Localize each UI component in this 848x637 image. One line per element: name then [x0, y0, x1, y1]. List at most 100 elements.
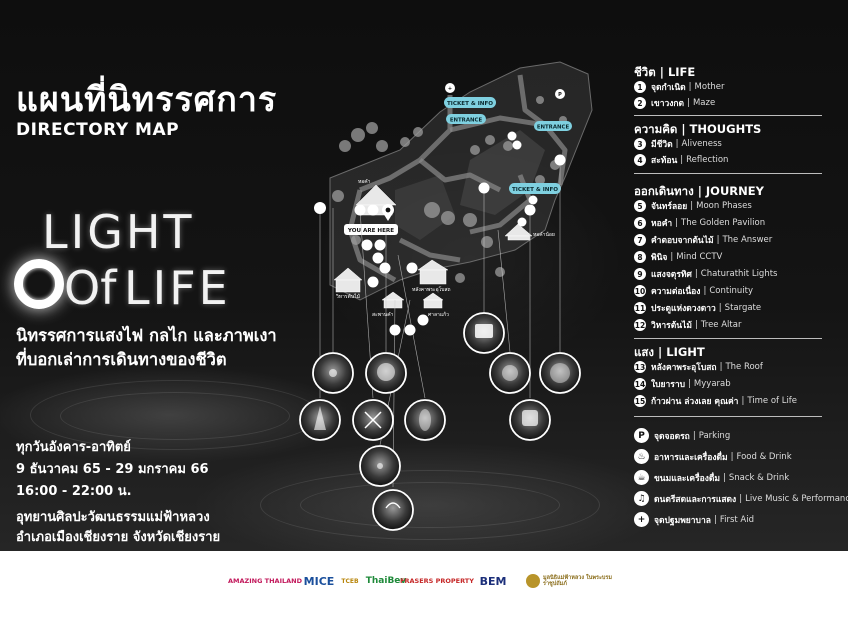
legend-divider — [634, 115, 822, 116]
logo-of-life: Of LIFE — [14, 255, 244, 315]
sponsor-name: FRASERS PROPERTY — [400, 577, 474, 585]
legend-item-english: Myyarab — [693, 379, 731, 389]
legend-item-english: Time of Life — [747, 396, 798, 406]
sponsor-name: AMAZING THAILAND — [227, 577, 303, 585]
separator: | — [694, 320, 698, 330]
number-badge: 2 — [634, 97, 646, 109]
entrance-pill-left: ENTRANCE — [446, 114, 486, 124]
map-facility-markers — [445, 83, 565, 227]
legend-item: 10 ความต่อเนื่อง | Continuity — [634, 284, 753, 298]
number-badge: 4 — [634, 154, 646, 166]
building-label: หอคำน้อย — [533, 231, 555, 238]
venue-line-1: อุทยานศิลปะวัฒนธรรมแม่ฟ้าหลวง — [16, 510, 210, 525]
legend-item: 6 หอคำ | The Golden Pavilion — [634, 216, 765, 230]
number-badge: 5 — [634, 200, 646, 212]
glow-ring — [300, 482, 560, 528]
legend-facility-food: ♨ อาหารและเครื่องดื่ม | Food & Drink — [634, 448, 792, 465]
number-badge: 10 — [634, 285, 646, 297]
facility-thai: จุดจอดรถ — [654, 431, 690, 442]
parking-icon: P — [558, 92, 562, 98]
separator: | — [718, 303, 722, 313]
legend-item-thai: ความต่อเนื่อง — [651, 287, 701, 297]
sponsor-logo-tceb: TCEB — [340, 569, 360, 593]
exhibit-photo-highlights — [314, 324, 570, 509]
legend-item: 4 สะท้อน | Reflection — [634, 153, 728, 167]
legend-item-thai: คำตอบจากต้นไม้ — [651, 236, 714, 246]
facility-english: Live Music & Performance — [745, 493, 848, 504]
legend-item-thai: วิหารต้นไม้ — [651, 321, 692, 331]
legend-item-english: Moon Phases — [696, 201, 752, 211]
separator: | — [680, 155, 684, 165]
legend-item: 2 เขาวงกต | Maze — [634, 96, 715, 110]
schedule-dates: 9 ธันวาคม 65 - 29 มกราคม 66 — [16, 462, 209, 477]
sponsor-name: BEM — [479, 574, 507, 588]
legend-heading-life: ชีวิต | LIFE — [634, 65, 696, 79]
legend-item: 13 หลังคาพระอุโบสถ | The Roof — [634, 360, 763, 374]
facility-thai: ขนมและเครื่องดื่ม — [654, 473, 721, 484]
building-label: วิหารต้นไม้ — [336, 293, 360, 300]
exhibit-photo — [539, 352, 581, 394]
legend-item-thai: แสงจตุรทิศ — [651, 270, 692, 280]
page-title-thai: แผนที่นิทรรศการ — [16, 80, 278, 120]
parking-icon: P — [634, 428, 649, 443]
sponsor-logo-bem: BEM — [470, 569, 516, 593]
number-badge: 14 — [634, 378, 646, 390]
separator: | — [719, 362, 723, 372]
building-label: หอคำ — [358, 179, 371, 185]
tagline-line-2: ที่บอกเล่าการเดินทางของชีวิต — [16, 350, 227, 369]
legend-item-english: Chaturathit Lights — [700, 269, 778, 279]
legend-divider — [634, 173, 822, 174]
separator: | — [690, 201, 694, 211]
legend-facility-music: ♫ ดนตรีสดและการแสดง | Live Music & Perfo… — [634, 490, 848, 507]
separator: | — [703, 286, 707, 296]
page-title-english: DIRECTORY MAP — [16, 120, 180, 140]
separator: | — [716, 235, 720, 245]
poster: แผนที่นิทรรศการ DIRECTORY MAP LIGHT Of L… — [0, 0, 848, 551]
you-are-here-label: YOU ARE HERE — [347, 228, 394, 234]
glow-ring — [260, 470, 600, 540]
entrance-label: ENTRANCE — [450, 118, 483, 124]
tagline-line-1: นิทรรศการแสงไฟ กลไก และภาพเงา — [16, 326, 277, 345]
directory-map: หอคำ หอคำน้อย หลังคาพระอุโบสถ วิหารต้นไม… — [299, 61, 593, 531]
number-badge: 15 — [634, 395, 646, 407]
facility-english: Food & Drink — [736, 451, 792, 462]
legend-item-thai: เขาวงกต — [651, 99, 685, 109]
glowing-circle-icon — [14, 259, 64, 309]
seal-icon — [526, 574, 540, 588]
legend-item-english: The Roof — [725, 362, 763, 372]
number-badge: 12 — [634, 319, 646, 331]
sponsor-name: มูลนิธิแม่ฟ้าหลวง ในพระบรมราชูปถัมภ์ — [543, 574, 612, 587]
first-aid-icon: + — [448, 86, 452, 92]
legend-facility-snack: ☕ ขนมและเครื่องดื่ม | Snack & Drink — [634, 469, 789, 486]
facility-thai: อาหารและเครื่องดื่ม — [654, 452, 728, 463]
separator: | — [670, 252, 674, 262]
number-badge: 8 — [634, 251, 646, 263]
legend-item-thai: มีชีวิต — [651, 140, 673, 150]
first-aid-icon: + — [634, 512, 649, 527]
legend-item-thai: ก้าวผ่าน ล่วงเลย คุณค่า — [651, 397, 739, 407]
legend-item: 3 มีชีวิต | Aliveness — [634, 137, 722, 151]
legend-item-english: Maze — [692, 98, 716, 108]
separator: | — [730, 451, 734, 462]
number-badge: 1 — [634, 81, 646, 93]
legend-item-thai: พินิจ — [651, 253, 668, 263]
number-badge: 6 — [634, 217, 646, 229]
legend-item: 9 แสงจตุรทิศ | Chaturathit Lights — [634, 267, 777, 281]
number-badge: 9 — [634, 268, 646, 280]
legend-item-thai: ประตูแห่งดวงดาว — [651, 304, 716, 314]
sponsor-name: MICE — [303, 574, 335, 588]
entrance-pill-right: ENTRANCE — [534, 121, 572, 131]
entrance-label: ENTRANCE — [537, 125, 570, 131]
separator: | — [694, 269, 698, 279]
legend-item-english: Aliveness — [681, 139, 722, 149]
building-label: หลังคาพระอุโบสถ — [412, 286, 451, 293]
schedule-days: ทุกวันอังคาร-อาทิตย์ — [16, 440, 131, 455]
separator: | — [713, 514, 717, 525]
legend-facility-parking: P จุดจอดรถ | Parking — [634, 427, 730, 444]
legend-item-english: Mind CCTV — [676, 252, 723, 262]
legend-item-thai: หลังคาพระอุโบสถ — [651, 363, 717, 373]
separator: | — [688, 379, 691, 389]
sponsor-footer: AMAZING THAILAND MICE TCEB ThaiBev FRASE… — [0, 551, 848, 637]
separator: | — [723, 472, 726, 483]
legend-heading-journey: ออกเดินทาง | JOURNEY — [634, 184, 764, 198]
